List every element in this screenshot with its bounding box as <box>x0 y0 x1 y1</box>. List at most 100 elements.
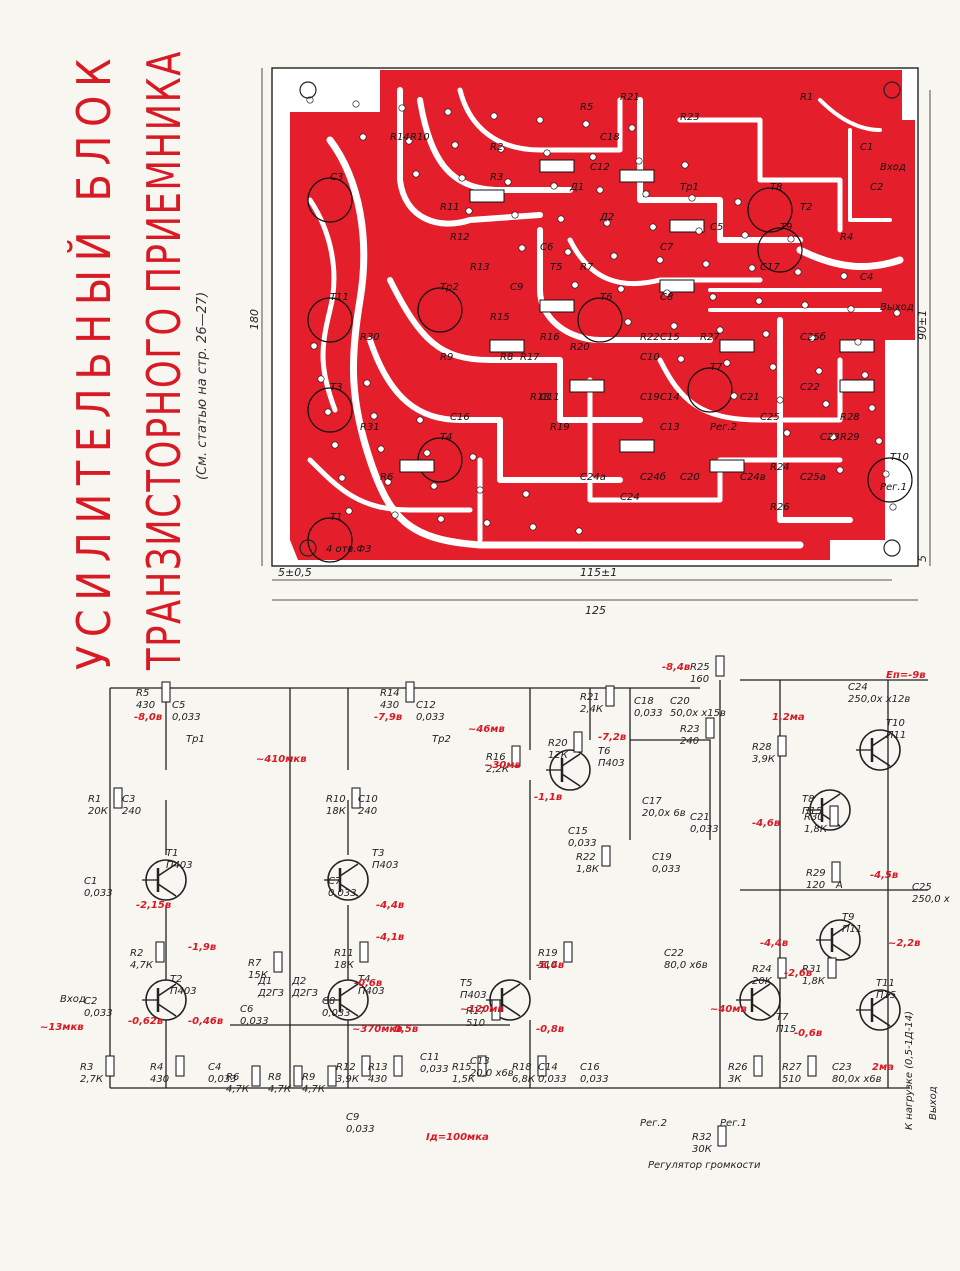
pcb-label: C17 <box>760 262 780 273</box>
component-value: 20,0х 6в <box>642 808 686 819</box>
component-value: 80,0х х6в <box>832 1074 882 1085</box>
component-ref: R7 <box>248 958 262 969</box>
resistor-symbol <box>829 805 839 827</box>
pcb-pad <box>564 248 572 256</box>
pcb-pad <box>882 470 890 478</box>
transistor-symbol <box>856 989 901 1031</box>
pcb-pad <box>430 482 438 490</box>
resistor-symbol <box>807 1055 817 1077</box>
pcb-component-outline <box>619 439 655 453</box>
pcb-label: C25 <box>760 412 780 423</box>
component-value: 0,033 <box>208 1074 237 1085</box>
component-ref: R25 <box>690 662 710 673</box>
component-value: П403 <box>372 860 399 871</box>
reg1-label: Рег.1 <box>720 1118 747 1129</box>
pcb-label: C14 <box>660 392 680 403</box>
pcb-pad <box>575 527 583 535</box>
component-ref: R6 <box>226 1072 239 1083</box>
pcb-label: C18 <box>600 132 620 143</box>
component-value: П403 <box>598 758 625 769</box>
pcb-pad <box>836 466 844 474</box>
pcb-label: T4 <box>440 432 452 443</box>
component-ref: T6 <box>598 746 610 757</box>
component-ref: C7 <box>328 876 342 887</box>
pcb-label: R18 <box>530 392 550 403</box>
component-ref: R20 <box>548 738 568 749</box>
component-ref: T4 <box>358 974 370 985</box>
pcb-pad <box>617 285 625 293</box>
component-value: 0,033 <box>416 712 445 723</box>
mounting-holes <box>299 81 901 557</box>
reg2-label: Рег.2 <box>640 1118 667 1129</box>
component-ref: C16 <box>580 1062 600 1073</box>
pcb-label: C6 <box>540 242 553 253</box>
pcb-transistor-outline <box>417 287 463 333</box>
resistor-symbol <box>715 655 725 677</box>
pcb-pad <box>893 309 901 317</box>
pcb-pad <box>688 194 696 202</box>
pcb-pad <box>324 408 332 416</box>
resistor-symbol <box>155 941 165 963</box>
pcb-label: R6 <box>380 472 393 483</box>
component-value: 15К <box>248 970 269 981</box>
pcb-label: R9 <box>440 352 453 363</box>
voltage-annotation: -7,9в <box>374 712 402 723</box>
resistor-symbol <box>251 1065 261 1087</box>
component-ref: R19 <box>538 948 558 959</box>
pcb-label: R16 <box>540 332 560 343</box>
component-value: 3,9К <box>336 1074 360 1085</box>
pcb-label: C2 <box>870 182 883 193</box>
component-value: 30К <box>692 1144 713 1155</box>
voltage-annotation: ~370мкв <box>352 1024 403 1035</box>
transistors <box>142 729 901 1031</box>
component-ref: C17 <box>642 796 662 807</box>
component-ref: R1 <box>88 794 101 805</box>
component-value: 0,033 <box>172 712 201 723</box>
transistor-symbol <box>736 979 781 1021</box>
component-ref: C23 <box>832 1062 852 1073</box>
pcb-pad <box>649 223 657 231</box>
node-a-label: А <box>835 880 843 891</box>
component-ref: C20 <box>670 696 690 707</box>
pcb-label: C10 <box>640 352 660 363</box>
pcb-component-outline <box>619 169 655 183</box>
pcb-component-outline <box>539 159 575 173</box>
pcb-pad <box>310 342 318 350</box>
component-ref: C25 <box>912 882 932 893</box>
voltage-annotation: 1,2ма <box>772 712 805 723</box>
pcb-transistor-outline <box>867 457 913 503</box>
component-ref: C9 <box>346 1112 359 1123</box>
pcb-pad <box>681 161 689 169</box>
component-ref: R11 <box>334 948 354 959</box>
resistor-symbol <box>605 685 615 707</box>
component-value: 3К <box>728 1074 742 1085</box>
resistor-symbol <box>563 941 573 963</box>
pcb-label: C16 <box>450 412 470 423</box>
voltage-annotation: 2ма <box>872 1062 894 1073</box>
pcb-pad <box>557 215 565 223</box>
component-ref: R2 <box>130 948 143 959</box>
pcb-pad <box>571 281 579 289</box>
transistor-symbol <box>546 749 591 791</box>
pcb-pad <box>730 392 738 400</box>
pcb-component-outline <box>669 219 705 233</box>
component-value: 510 <box>538 960 557 971</box>
component-ref: C8 <box>322 996 335 1007</box>
pcb-pad <box>504 178 512 186</box>
component-ref: C11 <box>420 1052 440 1063</box>
resistor-symbol <box>491 999 501 1021</box>
component-ref: R22 <box>576 852 596 863</box>
pcb-pad <box>490 112 498 120</box>
component-ref: C13 <box>470 1056 490 1067</box>
pcb-pad <box>359 133 367 141</box>
pcb-pad <box>723 359 731 367</box>
component-ref: R5 <box>136 688 149 699</box>
component-ref: C3 <box>122 794 135 805</box>
pcb-label: C21 <box>740 392 760 403</box>
pcb-pad <box>550 182 558 190</box>
component-value: 12К <box>548 750 569 761</box>
mounting-hole <box>883 81 901 99</box>
component-value: Д2Г3 <box>291 988 318 999</box>
resistor-symbol <box>273 951 283 973</box>
pcb-label: R11 <box>440 202 460 213</box>
